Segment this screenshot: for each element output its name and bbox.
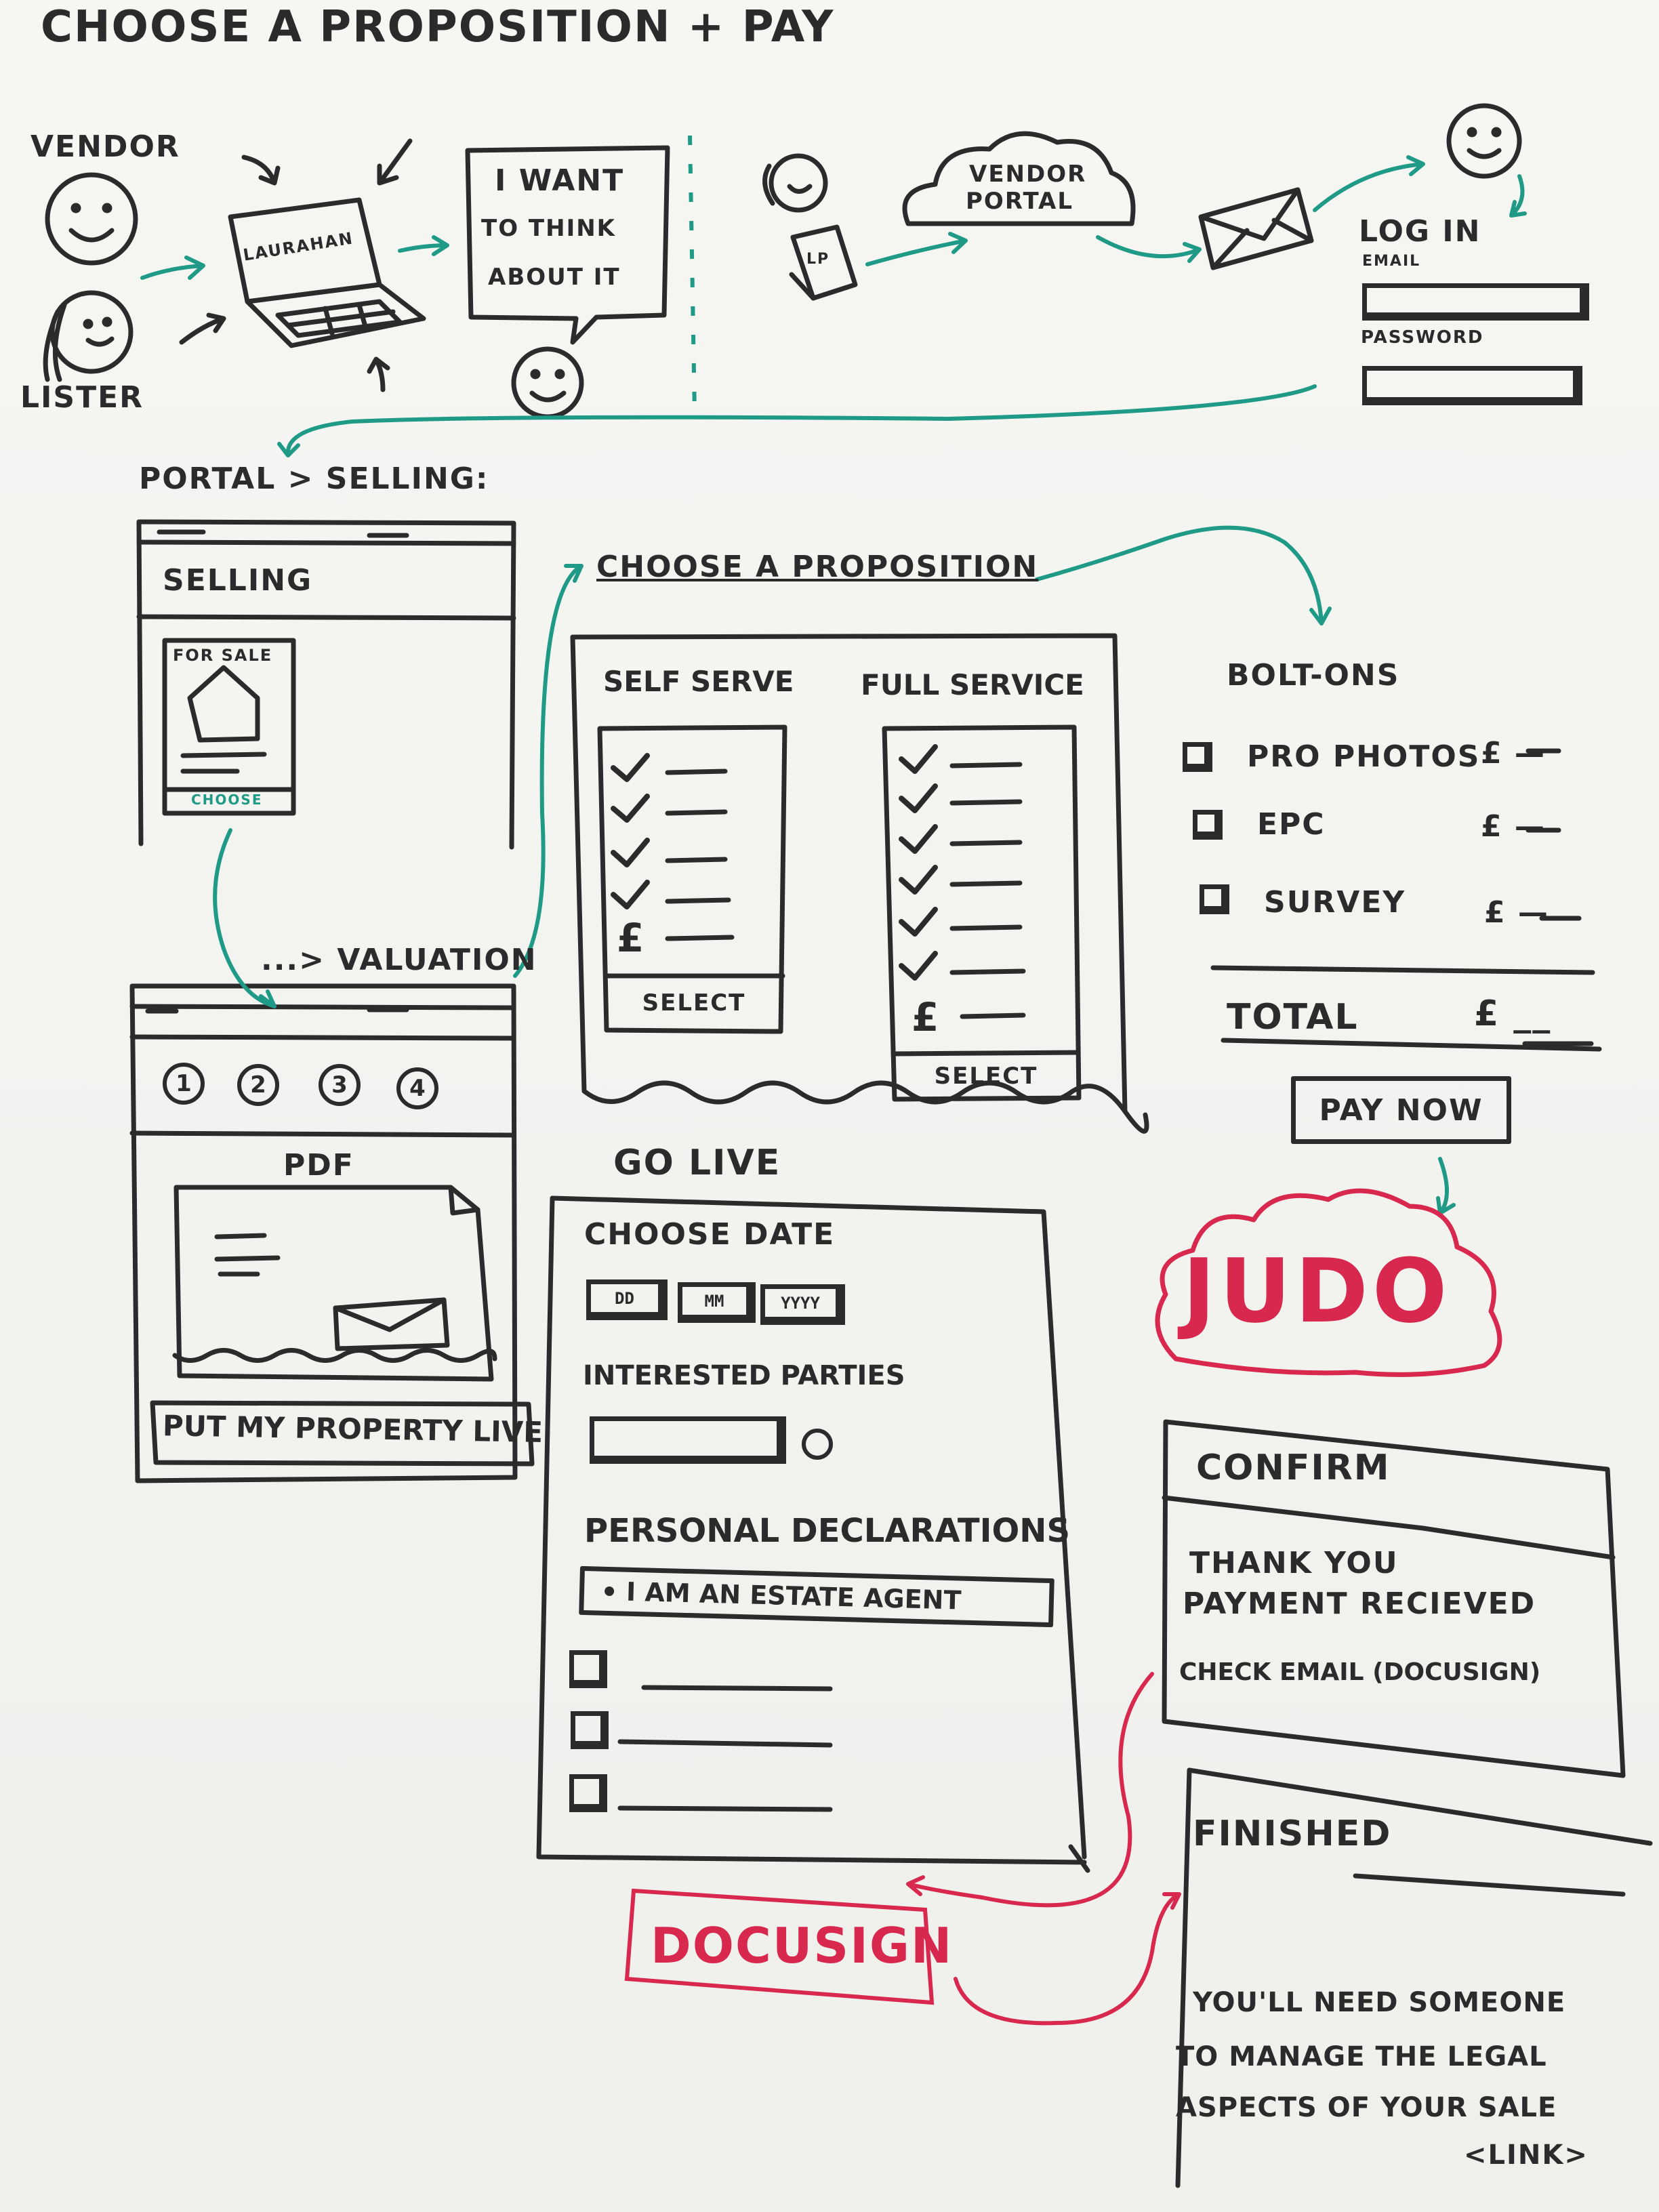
pdf-label: PDF xyxy=(283,1148,354,1183)
selling-heading: Selling xyxy=(163,563,313,598)
email-field[interactable] xyxy=(1362,283,1589,321)
pro-photos-checkbox[interactable] xyxy=(1183,742,1212,772)
valuation-browser-frame xyxy=(129,983,535,1483)
password-label: Password xyxy=(1361,327,1484,348)
selling-breadcrumb: Portal > Selling: xyxy=(139,462,489,496)
lister-face-icon xyxy=(43,290,134,382)
speech-line-1: I want xyxy=(495,163,625,198)
survey-label: Survey xyxy=(1264,885,1406,920)
lister-label: Lister xyxy=(20,380,144,415)
declaration-checkbox-1[interactable] xyxy=(569,1650,607,1688)
epc-label: EPC xyxy=(1257,807,1326,842)
step-4[interactable]: 4 xyxy=(396,1067,438,1109)
lp-device-icon xyxy=(789,224,858,301)
pro-photos-price: £ — xyxy=(1481,736,1546,771)
full-service-select-button[interactable]: Select xyxy=(934,1063,1038,1090)
date-year-field[interactable]: YYYY xyxy=(760,1284,845,1325)
cloud-line-2: Portal xyxy=(966,188,1074,215)
full-service-title: Full Service xyxy=(861,668,1084,701)
proposition-panel xyxy=(570,633,1149,1134)
confirm-line-3: Check email (Docusign) xyxy=(1179,1658,1541,1686)
interested-parties-input[interactable] xyxy=(590,1416,786,1464)
envelope-icon xyxy=(1198,187,1314,270)
confirm-heading: Confirm xyxy=(1196,1448,1391,1488)
epc-price: £ — xyxy=(1481,809,1546,844)
vendor-portal-cloud-icon xyxy=(902,131,1136,226)
finished-line-1: You'll need someone xyxy=(1193,1987,1566,2018)
finished-heading: Finished xyxy=(1193,1814,1392,1854)
declarations-heading: Personal Declarations xyxy=(584,1512,1071,1550)
confirm-panel xyxy=(1162,1419,1626,1778)
judo-cloud-icon xyxy=(1155,1188,1502,1377)
add-party-button[interactable] xyxy=(802,1429,833,1460)
step-3[interactable]: 3 xyxy=(319,1064,361,1106)
estate-agent-radio-icon xyxy=(604,1586,615,1597)
docusign-flow-arrows xyxy=(624,1672,1181,2026)
finished-legal-link[interactable]: <link> xyxy=(1464,2139,1589,2171)
full-service-price-symbol: £ xyxy=(912,994,939,1040)
declaration-checkbox-2[interactable] xyxy=(571,1711,609,1749)
total-value: £ __ xyxy=(1474,994,1552,1034)
vendor-face-icon xyxy=(45,172,138,266)
date-month-field[interactable]: MM xyxy=(678,1282,756,1323)
confirm-line-1: Thank you xyxy=(1189,1546,1399,1580)
pro-photos-label: Pro Photos xyxy=(1247,739,1481,774)
speech-line-2: to think xyxy=(481,215,617,242)
survey-checkbox[interactable] xyxy=(1200,884,1229,914)
bolt-ons-heading: Bolt-Ons xyxy=(1227,658,1400,693)
interested-parties-label: Interested Parties xyxy=(583,1360,905,1391)
finished-panel xyxy=(1175,1767,1653,2188)
self-serve-select-button[interactable]: Select xyxy=(642,989,746,1017)
person-head-icon xyxy=(762,153,828,213)
property-card-label: For Sale xyxy=(173,646,273,665)
valuation-breadcrumb: ...> Valuation xyxy=(261,943,537,977)
tick-marks xyxy=(611,744,938,981)
section-divider xyxy=(688,135,697,414)
flow-arrows xyxy=(140,155,1527,1215)
proposition-heading: Choose a Proposition xyxy=(596,550,1039,584)
confirm-line-2: Payment recieved xyxy=(1183,1586,1536,1621)
estate-agent-label: I am an estate agent xyxy=(626,1576,962,1616)
login-title: Log in xyxy=(1359,214,1481,249)
choose-date-label: Choose Date xyxy=(584,1217,836,1252)
judo-label: JUDO xyxy=(1183,1240,1452,1343)
finished-line-2: to manage the legal xyxy=(1176,2041,1547,2072)
go-live-panel xyxy=(536,1195,1090,1873)
go-live-heading: Go Live xyxy=(613,1143,781,1183)
step-1[interactable]: 1 xyxy=(163,1063,205,1105)
put-property-live-button[interactable]: Put my Property live xyxy=(162,1409,544,1449)
page-title: Choose a Proposition + Pay xyxy=(41,2,835,52)
survey-price: £ — xyxy=(1484,895,1549,930)
total-label: Total xyxy=(1227,997,1359,1038)
happy-face-icon xyxy=(511,346,584,419)
email-label: Email xyxy=(1362,253,1421,270)
password-field[interactable] xyxy=(1362,366,1582,405)
laptop-icon xyxy=(228,197,426,348)
selling-browser-frame xyxy=(136,519,516,850)
step-2[interactable]: 2 xyxy=(237,1064,279,1106)
cloud-line-1: Vendor xyxy=(969,161,1087,188)
vendor-label: Vendor xyxy=(30,129,180,164)
date-day-field[interactable]: DD xyxy=(586,1279,668,1320)
lp-badge-label: LP xyxy=(806,251,830,268)
finished-line-3: aspects of your sale xyxy=(1176,2092,1557,2123)
docusign-label: Docusign xyxy=(651,1917,954,1974)
speech-line-3: about it xyxy=(488,264,621,291)
epc-checkbox[interactable] xyxy=(1193,810,1223,840)
self-serve-price-symbol: £ xyxy=(617,915,644,961)
declaration-checkbox-3[interactable] xyxy=(569,1774,607,1812)
speech-bubble xyxy=(465,145,670,345)
self-serve-title: Self Serve xyxy=(603,665,794,698)
choose-property-link[interactable]: Choose xyxy=(191,792,263,808)
login-face-icon xyxy=(1446,103,1522,179)
pay-now-button[interactable]: Pay Now xyxy=(1291,1076,1511,1144)
